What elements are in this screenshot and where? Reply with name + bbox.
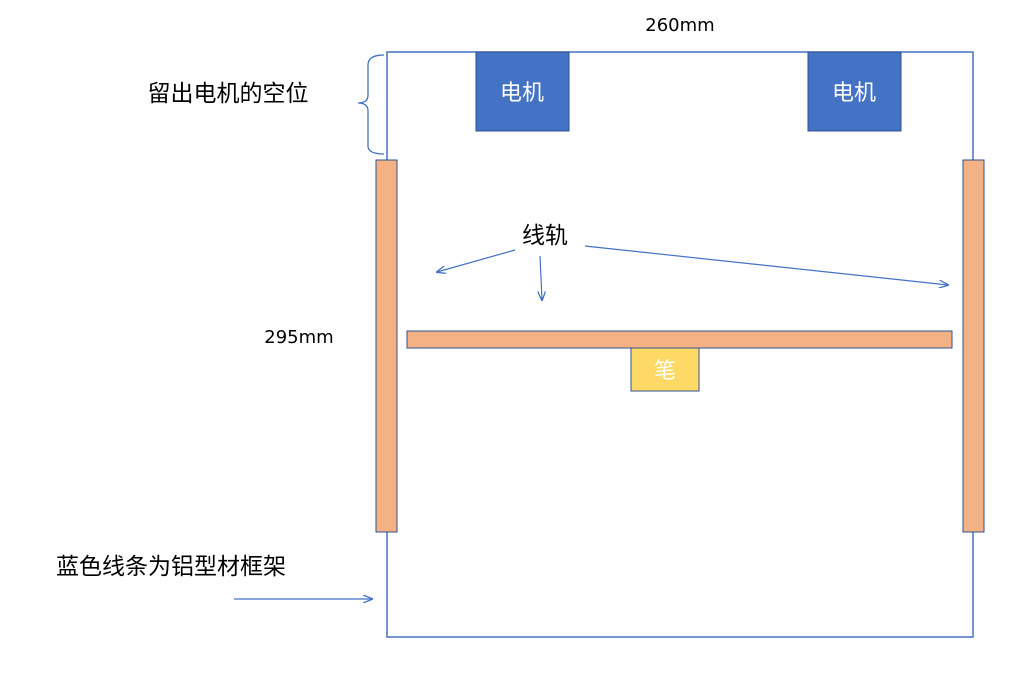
arrow-left-rail	[437, 249, 516, 272]
arrow-right-rail	[584, 245, 948, 285]
motor-right: 电机	[807, 51, 902, 132]
left-rail	[375, 159, 398, 533]
motor-space-brace	[357, 54, 385, 155]
motor-space-label: 留出电机的空位	[148, 81, 309, 107]
right-rail	[962, 159, 985, 533]
horizontal-rail	[406, 330, 953, 349]
pen-carriage: 笔	[630, 347, 700, 392]
arrow-horizontal-rail	[540, 255, 542, 300]
motor-label: 电机	[832, 81, 876, 106]
height-label: 295mm	[264, 327, 333, 348]
frame-note: 蓝色线条为铝型材框架	[56, 554, 286, 580]
pen-label: 笔	[654, 359, 676, 384]
motor-left: 电机	[475, 51, 570, 132]
motor-label: 电机	[500, 81, 544, 106]
rail-label: 线轨	[522, 223, 568, 249]
width-label: 260mm	[645, 15, 714, 36]
